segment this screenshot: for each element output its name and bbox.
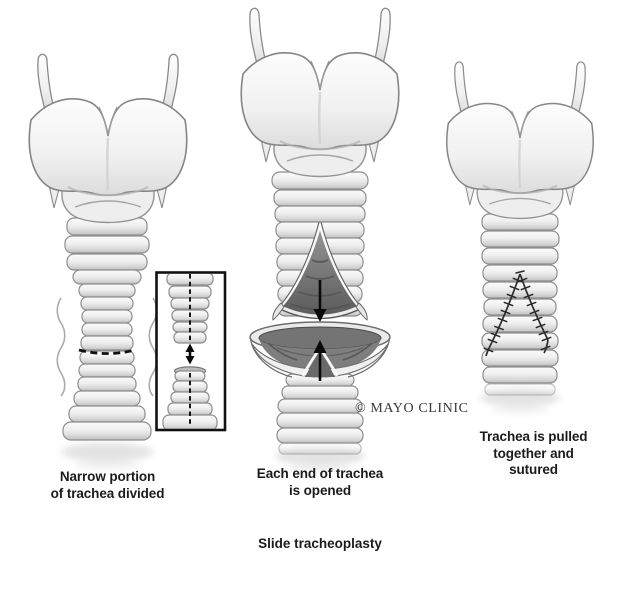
caption-middle: Each end of trachea is opened [256, 466, 384, 498]
larynx-cartilage [240, 7, 400, 178]
panel-right-illustration [445, 60, 595, 414]
larynx-cartilage [445, 60, 595, 220]
inset-divided-trachea-box [155, 271, 227, 432]
larynx-cartilage [28, 53, 188, 224]
figure-title: Slide tracheoplasty [258, 536, 382, 551]
trachea-reflection [288, 462, 352, 474]
tracheal-rings-sutured [480, 213, 560, 396]
mayo-clinic-credit: © MAYO CLINIC [355, 401, 469, 416]
suture-line-right [515, 270, 552, 354]
trachea-reflection [492, 404, 548, 414]
down-arrow-icon [313, 280, 327, 322]
trachea-reflection [75, 458, 139, 470]
suture-line-left [483, 273, 523, 357]
tracheal-rings-narrowed [62, 217, 152, 441]
compression-wave-left [56, 297, 66, 397]
divided-lower-segment [162, 366, 218, 429]
trachea-shadow [61, 443, 153, 461]
up-arrow-icon [313, 340, 327, 381]
lower-segment-rings [276, 373, 364, 455]
division-dashed-line [78, 348, 136, 355]
separation-double-arrow-icon [185, 343, 195, 365]
divided-upper-segment [166, 274, 214, 344]
panel-left-illustration [28, 53, 188, 470]
caption-left: Narrow portion of trachea divided [50, 469, 165, 501]
caption-right: Trachea is pulled together and sutured [479, 429, 588, 477]
panel-middle-illustration [240, 7, 400, 474]
